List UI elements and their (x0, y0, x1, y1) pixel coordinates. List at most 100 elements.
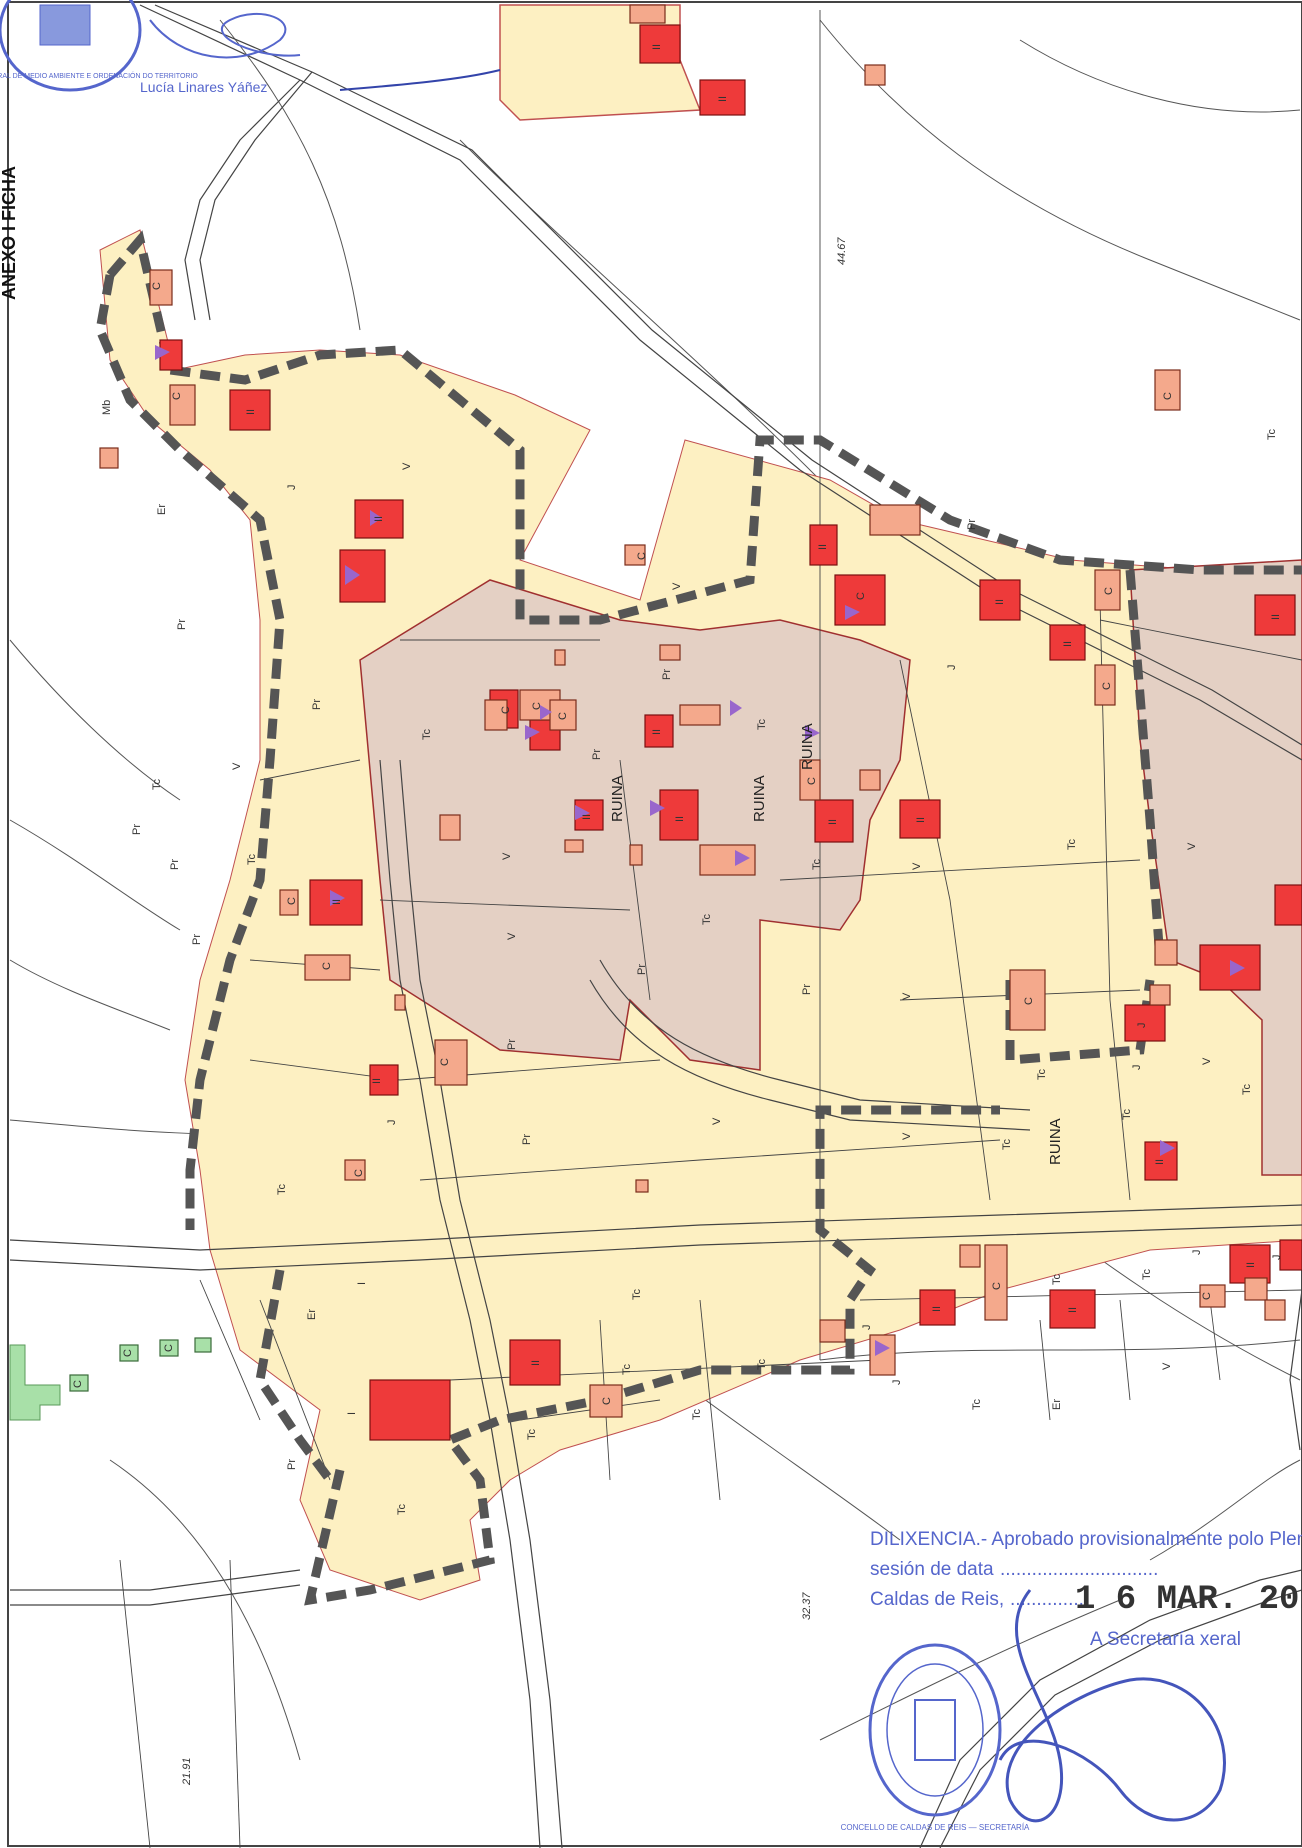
svg-text:II: II (817, 544, 829, 550)
svg-text:II: II (931, 1306, 943, 1312)
svg-text:Pr: Pr (311, 699, 323, 710)
seal-text: CONCELLO DE CALDAS DE REIS — SECRETARÍA (841, 1823, 1030, 1832)
zone-labels: Mb Er Pr Pr V Tc Pr Tc Pr Pr J V Tc V V … (101, 400, 1283, 1515)
svg-text:II: II (373, 516, 385, 522)
svg-text:V: V (671, 582, 683, 590)
svg-text:Tc: Tc (1266, 429, 1278, 441)
svg-text:V: V (901, 992, 913, 1000)
svg-text:V: V (1186, 842, 1198, 850)
svg-text:Tc: Tc (621, 1364, 633, 1376)
svg-text:C: C (1162, 392, 1174, 400)
svg-text:C: C (601, 1397, 613, 1405)
svg-text:Tc: Tc (756, 1359, 768, 1371)
road-network (9, 4, 1302, 1848)
svg-text:I: I (356, 1282, 368, 1285)
svg-text:C: C (1103, 587, 1115, 595)
svg-text:J: J (891, 1380, 903, 1386)
svg-text:C: C (163, 1344, 175, 1352)
svg-text:J: J (1191, 1250, 1203, 1256)
svg-text:Pr: Pr (801, 984, 813, 995)
svg-text:J: J (946, 665, 958, 671)
svg-text:Tc: Tc (276, 1184, 288, 1196)
ruina-label-1: RUINA (609, 775, 626, 822)
svg-text:C: C (171, 392, 183, 400)
svg-text:Pr: Pr (591, 749, 603, 760)
svg-text:Pr: Pr (191, 934, 203, 945)
svg-text:II: II (245, 409, 257, 415)
svg-text:Tc: Tc (691, 1409, 703, 1421)
svg-text:II: II (530, 1360, 542, 1366)
svg-text:II: II (1154, 1159, 1166, 1165)
svg-text:J: J (386, 1120, 398, 1126)
svg-text:C: C (1201, 1292, 1213, 1300)
svg-text:Tc: Tc (1066, 839, 1078, 851)
svg-text:II: II (994, 599, 1006, 605)
svg-text:Tc: Tc (756, 719, 768, 731)
svg-text:Tc: Tc (1036, 1069, 1048, 1081)
svg-text:C: C (122, 1349, 134, 1357)
svg-text:V: V (1201, 1057, 1213, 1065)
diligence-block: DILIXENCIA.- Aprobado provisionalmente p… (841, 1529, 1302, 1832)
svg-text:J: J (861, 1325, 873, 1331)
svg-text:C: C (151, 282, 163, 290)
svg-text:Tc: Tc (811, 859, 823, 871)
ruina-label-2: RUINA (751, 775, 768, 822)
svg-text:C: C (439, 1058, 451, 1066)
svg-text:II: II (674, 816, 686, 822)
svg-text:Er: Er (306, 1309, 318, 1320)
svg-text:Tc: Tc (396, 1504, 408, 1516)
svg-text:II: II (717, 96, 729, 102)
ruina-label-3: RUINA (799, 723, 816, 770)
environment-stamp: SECRETARÍA XERAL DE MEDIO AMBIENTE E ORD… (0, 0, 198, 92)
svg-text:V: V (231, 762, 243, 770)
ruin-markers (155, 345, 1245, 1356)
svg-text:Tc: Tc (526, 1429, 538, 1441)
svg-text:II: II (1245, 1262, 1257, 1268)
svg-text:Tc: Tc (971, 1399, 983, 1411)
municipal-seal (868, 1643, 1002, 1817)
svg-text:Mb: Mb (101, 400, 113, 415)
svg-text:Pr: Pr (176, 619, 188, 630)
green-building-outside (9, 1344, 61, 1421)
svg-text:C: C (806, 777, 818, 785)
svg-text:II: II (651, 729, 663, 735)
svg-text:Er: Er (1051, 1399, 1063, 1410)
svg-text:Tc: Tc (151, 779, 163, 791)
svg-text:II: II (1062, 641, 1074, 647)
svg-text:J: J (1136, 1023, 1148, 1029)
svg-text:C: C (500, 706, 512, 714)
svg-text:II: II (581, 814, 593, 820)
svg-text:Tc: Tc (1141, 1269, 1153, 1281)
elevation-label-2: 32.37 (801, 1592, 813, 1620)
svg-text:Pr: Pr (636, 964, 648, 975)
signature-top: Lucía Linares Yáñez (140, 12, 501, 95)
svg-text:C: C (353, 1169, 365, 1177)
svg-text:Tc: Tc (246, 854, 258, 866)
ruina-labels: RUINA RUINA RUINA RUINA (609, 723, 1064, 1165)
elevation-label-3: 21.91 (181, 1757, 193, 1786)
svg-text:Tc: Tc (701, 914, 713, 926)
svg-text:II: II (1067, 1307, 1079, 1313)
svg-text:I: I (346, 1412, 358, 1415)
svg-text:Pr: Pr (286, 1459, 298, 1470)
svg-text:Pr: Pr (966, 519, 978, 530)
svg-text:Pr: Pr (169, 859, 181, 870)
svg-text:Pr: Pr (506, 1039, 518, 1050)
svg-text:Tc: Tc (1001, 1139, 1013, 1151)
stamp-text: SECRETARÍA XERAL DE MEDIO AMBIENTE E ORD… (0, 71, 198, 80)
svg-text:V: V (911, 862, 923, 870)
svg-text:Tc: Tc (1241, 1084, 1253, 1096)
svg-text:C: C (286, 897, 298, 905)
svg-text:C: C (557, 712, 569, 720)
signature-name: Lucía Linares Yáñez (140, 79, 267, 95)
outside-buildings (69, 1337, 212, 1392)
svg-text:Tc: Tc (631, 1289, 643, 1301)
svg-text:V: V (1161, 1362, 1173, 1370)
svg-text:C: C (991, 1282, 1003, 1290)
svg-text:C: C (321, 962, 333, 970)
svg-text:C: C (855, 592, 867, 600)
svg-text:C: C (1023, 997, 1035, 1005)
ruina-label-4: RUINA (1047, 1118, 1064, 1165)
svg-text:Pr: Pr (521, 1134, 533, 1145)
